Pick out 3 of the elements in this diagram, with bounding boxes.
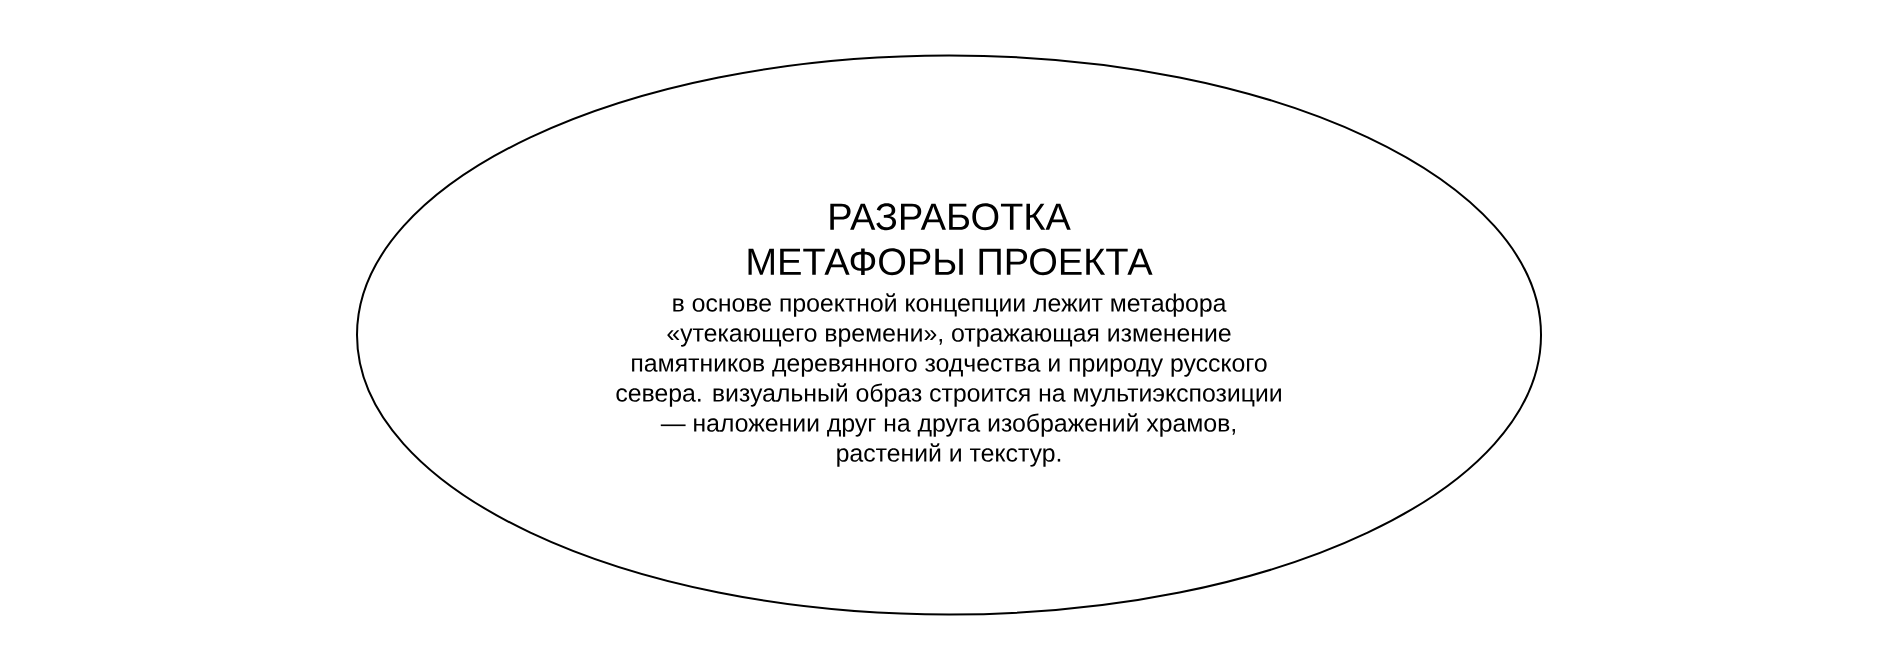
concept-ellipse [356,54,1542,616]
description: в основе проектной концепции лежит метафора «утекающего времени», отражающая изменение памятников деревянного зодчества и природу русского севера. визуальный образ строится на мультиэкспозиции — наложении друг на друга изображений храмов, растений и текстур. [616,293,1281,467]
heading: РАЗРАБОТКА МЕТАФОРЫ ПРОЕКТА [748,203,1153,276]
